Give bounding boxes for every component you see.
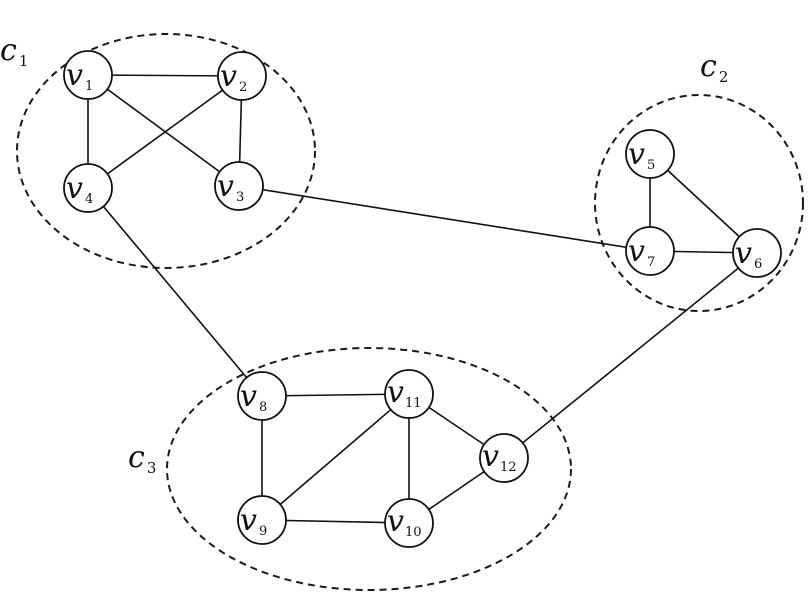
node-v10: v10 <box>384 498 434 548</box>
node-v12: v12 <box>479 433 529 483</box>
node-circle-v6 <box>732 228 782 278</box>
node-v11: v11 <box>384 369 434 419</box>
node-label-v11: v11 <box>387 375 422 411</box>
edge-v6-v12 <box>503 252 758 459</box>
node-circle-v5 <box>625 129 675 179</box>
edge-v3-v7 <box>238 185 651 252</box>
node-circle-v3 <box>214 161 264 211</box>
edge-v1-v3 <box>87 74 240 187</box>
edge-v9-v11 <box>261 393 410 521</box>
node-circle-v9 <box>237 495 287 545</box>
node-label-v12: v12 <box>482 439 517 475</box>
cluster-rings <box>16 33 804 591</box>
node-circle-v4 <box>63 163 113 213</box>
cluster-ring-c1 <box>16 33 316 269</box>
edge-v1-v2 <box>87 74 243 77</box>
node-circle-v8 <box>237 371 287 421</box>
node-circle-v1 <box>63 50 113 100</box>
node-label-v10: v10 <box>387 504 422 540</box>
cluster-ring-c2 <box>594 94 804 312</box>
node-circle-v7 <box>625 226 675 276</box>
cluster-ring-c3 <box>166 347 572 591</box>
edge-v4-v8 <box>87 187 263 397</box>
node-circle-v11 <box>384 369 434 419</box>
node-circle-v2 <box>217 51 267 101</box>
edge-v2-v4 <box>87 75 243 189</box>
node-circle-v12 <box>479 433 529 483</box>
node-circle-v10 <box>384 498 434 548</box>
